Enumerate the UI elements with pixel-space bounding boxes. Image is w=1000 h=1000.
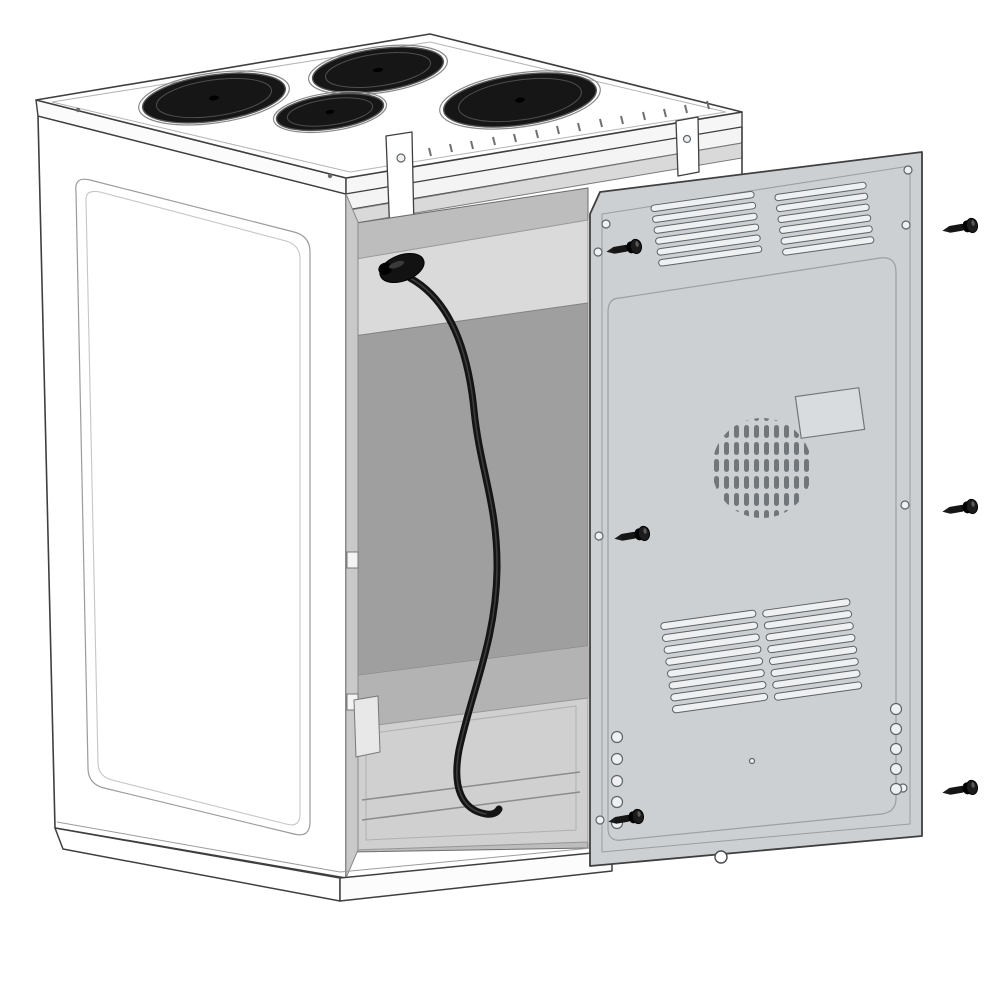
bottom-hole-column-right xyxy=(889,702,903,796)
louver-vent-lower-right xyxy=(762,598,863,701)
fan-vent xyxy=(712,418,812,518)
panel-notch xyxy=(714,850,728,864)
louver-vent-upper-right xyxy=(774,181,875,256)
panel-flange-line xyxy=(601,165,911,853)
panel-field-line xyxy=(607,257,897,841)
cooktop-surface xyxy=(35,33,743,179)
mounting-screw-bottom-right xyxy=(940,778,980,801)
louver-vent-lower-left xyxy=(660,609,769,714)
cooker-body xyxy=(35,33,743,902)
mounting-screw-middle-right xyxy=(940,497,980,520)
back-panel xyxy=(589,151,923,867)
mounting-screw-top-right xyxy=(940,216,980,239)
side-panel-emboss-inner xyxy=(85,190,301,826)
power-cord xyxy=(378,252,503,818)
power-cord-plug xyxy=(378,252,425,284)
inner-bracket xyxy=(353,695,381,758)
hotplate-front xyxy=(272,90,388,134)
mounting-bracket-right xyxy=(675,116,700,177)
plinth xyxy=(54,821,613,902)
side-panel-emboss-outer xyxy=(75,178,311,836)
lower-compartment-inner-line xyxy=(365,705,577,841)
hotplate-rear-left xyxy=(138,70,290,126)
louver-vent-upper-left xyxy=(650,190,763,267)
compartment-shadow xyxy=(354,646,588,728)
cooktop-inner-line xyxy=(51,41,727,173)
cooktop-screw-dot xyxy=(75,107,81,113)
hinge-tab xyxy=(346,551,359,569)
cooktop xyxy=(35,33,743,195)
hotplate-rear-center xyxy=(308,44,448,96)
rating-plate xyxy=(794,387,866,439)
screw-holes xyxy=(593,165,913,825)
side-panel xyxy=(37,115,347,879)
oven-rear-wall xyxy=(353,302,589,677)
plinth-step-line xyxy=(56,821,613,873)
cooktop-screw-dot xyxy=(327,173,333,179)
under-cooktop xyxy=(345,116,743,247)
power-cord-sheen xyxy=(409,277,498,815)
hotplate-rear-right xyxy=(439,70,601,130)
bottom-hole-column-left xyxy=(610,730,624,830)
cavity-left-wall xyxy=(345,193,359,879)
rear-cavity xyxy=(345,187,589,879)
